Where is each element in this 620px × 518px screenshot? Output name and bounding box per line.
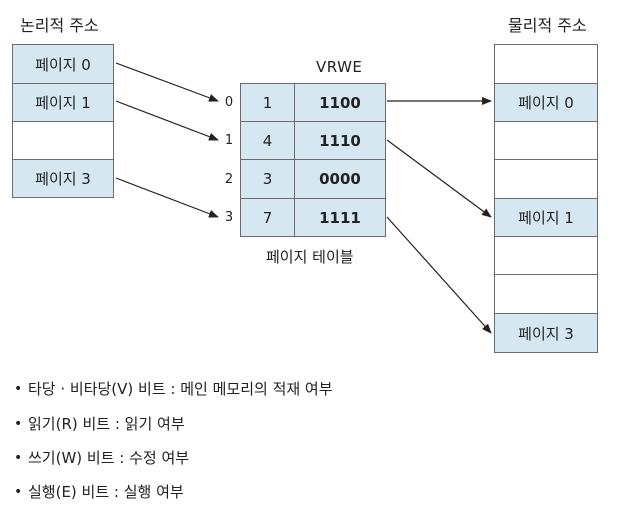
physical-frame-2 <box>494 121 598 160</box>
physical-frame-4: 페이지 1 <box>494 198 598 237</box>
page-table-bits: 0000 <box>294 159 386 199</box>
physical-frame-3 <box>494 159 598 199</box>
page-table-bits: 1100 <box>294 83 386 122</box>
logical-address-title: 논리적 주소 <box>20 16 99 35</box>
arrow-logical1-to-index1 <box>115 100 219 141</box>
arrow-row3-to-frame7 <box>386 216 492 334</box>
legend-item-execute: • 실행(E) 비트 : 실행 여부 <box>14 481 184 502</box>
page-table-bits: 1110 <box>294 121 386 160</box>
arrow-row1-to-frame4 <box>386 139 492 218</box>
physical-frame-5 <box>494 236 598 275</box>
legend-item-read: • 읽기(R) 비트 : 읽기 여부 <box>14 413 185 434</box>
page-table-header: VRWE <box>316 58 363 76</box>
page-table-index: 0 <box>224 95 234 110</box>
legend-text: 실행(E) 비트 : 실행 여부 <box>28 483 184 501</box>
page-table-index: 2 <box>224 172 234 187</box>
bullet-icon: • <box>14 415 23 432</box>
page-table-bits: 1111 <box>294 198 386 237</box>
logical-page-empty <box>12 121 114 160</box>
logical-page-3: 페이지 3 <box>12 159 114 198</box>
legend-text: 읽기(R) 비트 : 읽기 여부 <box>28 415 185 433</box>
page-table-frame: 1 <box>240 83 295 122</box>
page-table-index: 1 <box>224 133 234 148</box>
arrow-logical3-to-index3 <box>115 177 219 218</box>
bullet-icon: • <box>14 449 23 466</box>
logical-page-0: 페이지 0 <box>12 44 114 84</box>
physical-frame-7: 페이지 3 <box>494 313 598 353</box>
legend-text: 쓰기(W) 비트 : 수정 여부 <box>28 449 190 467</box>
physical-frame-1: 페이지 0 <box>494 83 598 122</box>
legend-item-write: • 쓰기(W) 비트 : 수정 여부 <box>14 447 189 468</box>
page-table-frame: 4 <box>240 121 295 160</box>
page-table-caption: 페이지 테이블 <box>266 248 354 266</box>
page-table-frame: 3 <box>240 159 295 199</box>
page-table-index: 3 <box>224 210 234 225</box>
arrow-logical0-to-index0 <box>115 62 219 102</box>
bullet-icon: • <box>14 483 23 500</box>
logical-page-1: 페이지 1 <box>12 83 114 122</box>
physical-address-title: 물리적 주소 <box>508 16 587 35</box>
legend-text: 타당 · 비타당(V) 비트 : 메인 메모리의 적재 여부 <box>28 380 333 398</box>
bullet-icon: • <box>14 380 23 397</box>
legend-item-valid: • 타당 · 비타당(V) 비트 : 메인 메모리의 적재 여부 <box>14 378 333 399</box>
